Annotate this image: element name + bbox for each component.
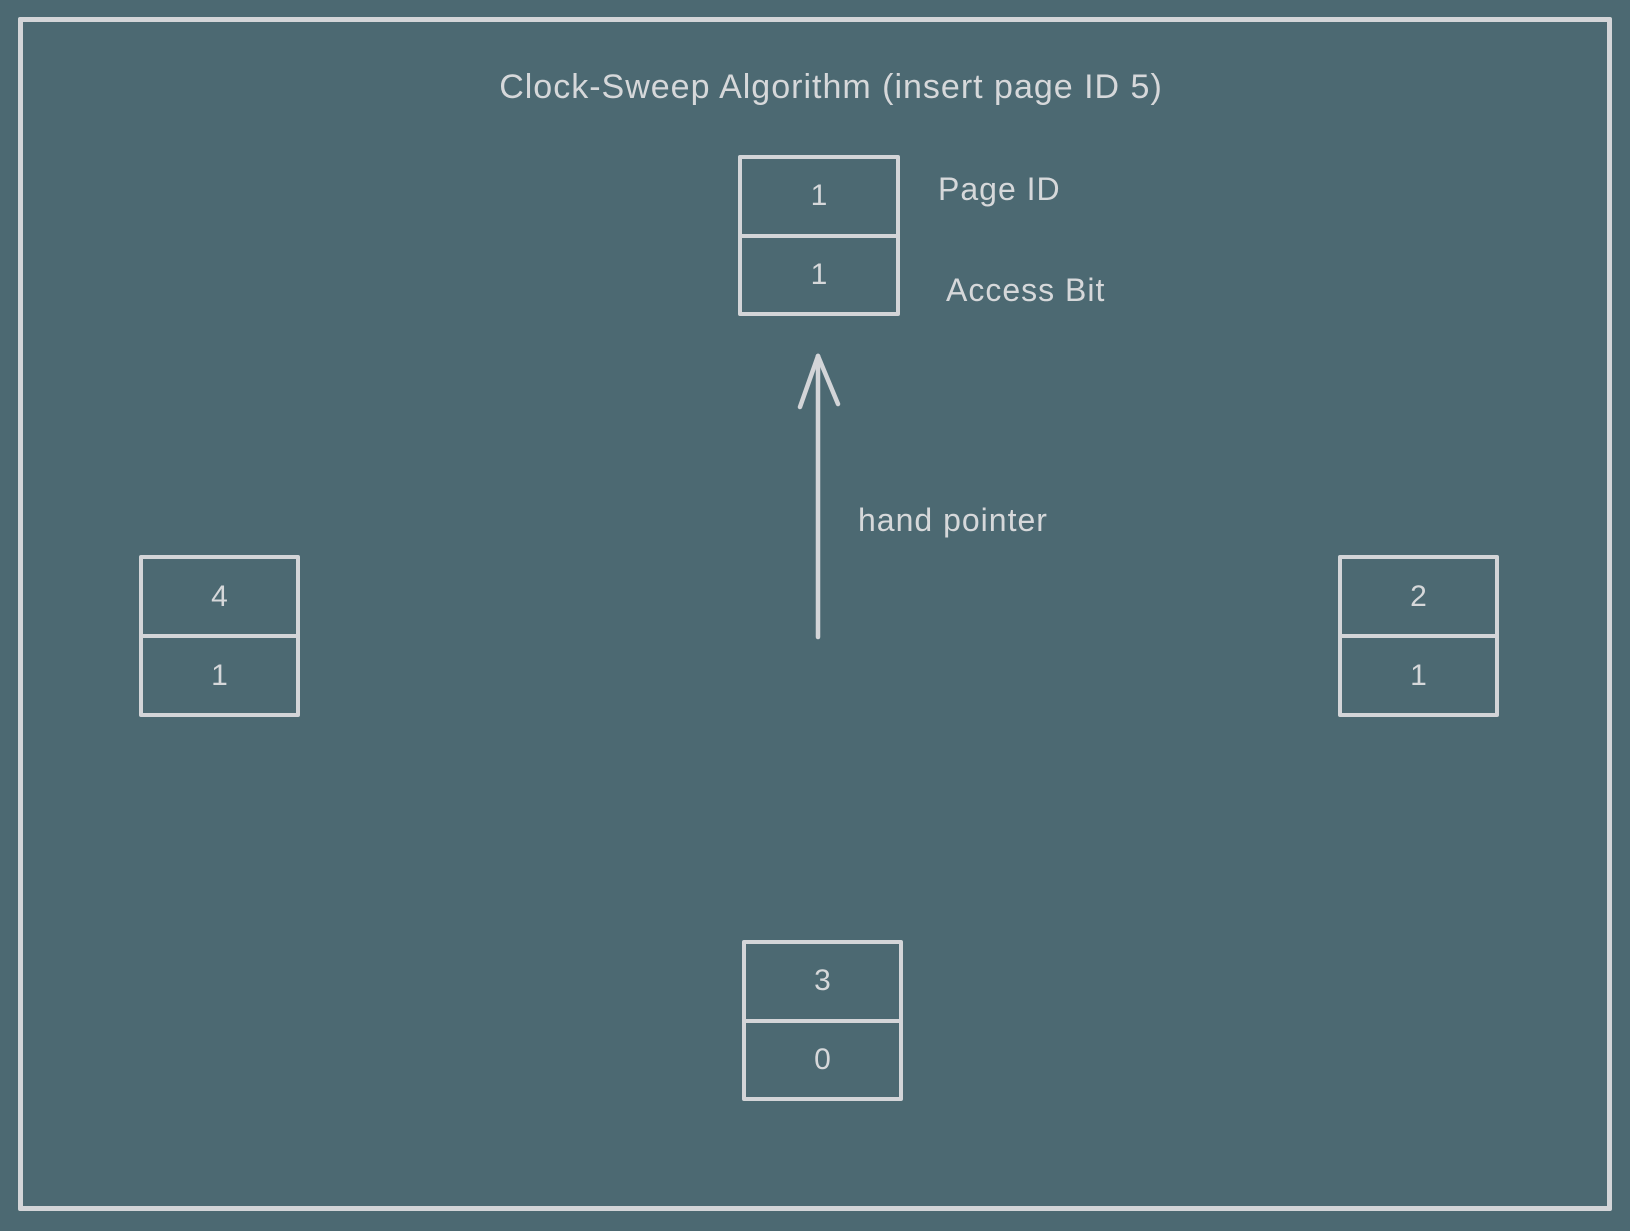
buffer-frame-right: 2 1 xyxy=(1338,555,1499,717)
hand-pointer-arrow-icon xyxy=(797,353,841,640)
hand-pointer-label: hand pointer xyxy=(858,502,1048,538)
diagram-title: Clock-Sweep Algorithm (insert page ID 5) xyxy=(499,68,1163,106)
access-bit-cell: 1 xyxy=(143,634,296,713)
buffer-frame-top: 1 1 xyxy=(738,155,900,316)
access-bit-label: Access Bit xyxy=(946,272,1106,308)
diagram-frame-border xyxy=(18,17,1612,1211)
buffer-frame-bottom: 3 0 xyxy=(742,940,903,1101)
buffer-frame-left: 4 1 xyxy=(139,555,300,717)
access-bit-cell: 0 xyxy=(746,1018,899,1098)
page-id-cell: 4 xyxy=(211,579,228,613)
page-id-label: Page ID xyxy=(938,171,1061,207)
access-bit-cell: 1 xyxy=(1342,634,1495,713)
page-id-cell: 1 xyxy=(810,179,828,213)
page-id-cell: 3 xyxy=(814,964,831,998)
page-id-cell: 2 xyxy=(1410,579,1427,613)
access-bit-cell: 1 xyxy=(742,233,896,313)
